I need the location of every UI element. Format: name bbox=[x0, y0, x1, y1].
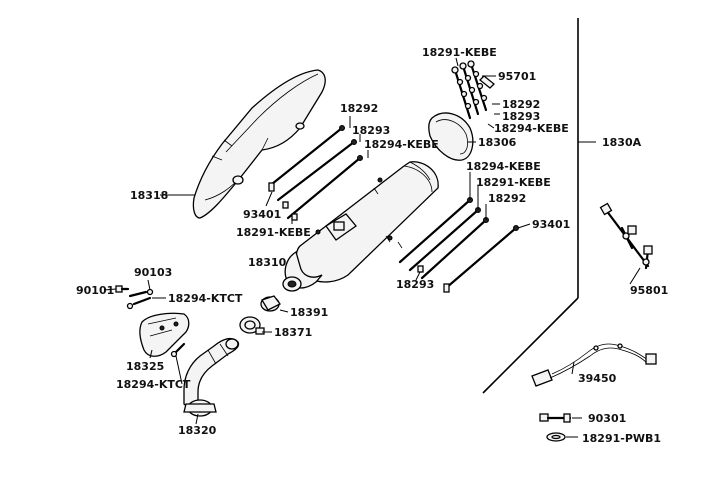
clamp-18371[interactable] bbox=[239, 316, 265, 335]
label-1830A: 1830A bbox=[602, 136, 642, 149]
part-labels: 18318 18292 18293 18294-KEBE 93401 18291… bbox=[76, 46, 668, 445]
lower-heat-guard-18325[interactable] bbox=[139, 312, 190, 357]
label-90103: 90103 bbox=[134, 266, 172, 279]
label-95701: 95701 bbox=[498, 70, 536, 83]
screw-set-left[interactable] bbox=[268, 125, 363, 221]
label-18318: 18318 bbox=[130, 189, 168, 202]
oxygen-sensor-39450[interactable] bbox=[531, 343, 657, 387]
label-18294-KEBE-a: 18294-KEBE bbox=[364, 138, 439, 151]
screws-90103[interactable] bbox=[126, 288, 154, 310]
muffler-body-18310[interactable] bbox=[282, 161, 439, 292]
screw-18294-KTCT-lower[interactable] bbox=[170, 342, 186, 358]
label-18294-KEBE-c: 18294-KEBE bbox=[466, 160, 541, 173]
washer-18291-PWB1[interactable] bbox=[546, 432, 566, 442]
bolt-90301[interactable] bbox=[539, 413, 572, 423]
label-18291-KEBE-top: 18291-KEBE bbox=[422, 46, 497, 59]
label-90301: 90301 bbox=[588, 412, 626, 425]
label-18291-KEBE-c: 18291-KEBE bbox=[476, 176, 551, 189]
end-cover-18306[interactable] bbox=[428, 112, 474, 161]
label-39450: 39450 bbox=[578, 372, 617, 385]
heat-shield-18318[interactable] bbox=[192, 69, 326, 219]
label-93401-b: 93401 bbox=[532, 218, 570, 231]
label-18306: 18306 bbox=[478, 136, 517, 149]
label-18292-a: 18292 bbox=[340, 102, 378, 115]
label-18293-c: 18293 bbox=[396, 278, 434, 291]
bolt-set-95801[interactable] bbox=[599, 202, 653, 270]
label-18310: 18310 bbox=[248, 256, 287, 269]
label-18293-a: 18293 bbox=[352, 124, 390, 137]
bolt-90101[interactable] bbox=[115, 285, 130, 293]
label-18292-b: 18292 bbox=[502, 98, 540, 111]
label-18291-KEBE-a: 18291-KEBE bbox=[236, 226, 311, 239]
assembly-bracket-1830A bbox=[482, 18, 596, 394]
label-18294-KEBE-b: 18294-KEBE bbox=[494, 122, 569, 135]
label-18294-KTCT-b: 18294-KTCT bbox=[116, 378, 191, 391]
label-18320: 18320 bbox=[178, 424, 217, 437]
label-18325: 18325 bbox=[126, 360, 164, 373]
leader-lines bbox=[103, 57, 641, 438]
label-18291-PWB1: 18291-PWB1 bbox=[582, 432, 661, 445]
label-18292-c: 18292 bbox=[488, 192, 526, 205]
label-18293-b: 18293 bbox=[502, 110, 540, 123]
label-95801: 95801 bbox=[630, 284, 668, 297]
label-93401-a: 93401 bbox=[243, 208, 281, 221]
exhaust-pipe-18320[interactable] bbox=[183, 337, 240, 417]
label-18294-KTCT-a: 18294-KTCT bbox=[168, 292, 243, 305]
gasket-18391[interactable] bbox=[260, 295, 281, 312]
label-18391: 18391 bbox=[290, 306, 328, 319]
label-90101: 90101 bbox=[76, 284, 114, 297]
label-18371: 18371 bbox=[274, 326, 312, 339]
fastener-stack-top[interactable] bbox=[451, 60, 495, 120]
